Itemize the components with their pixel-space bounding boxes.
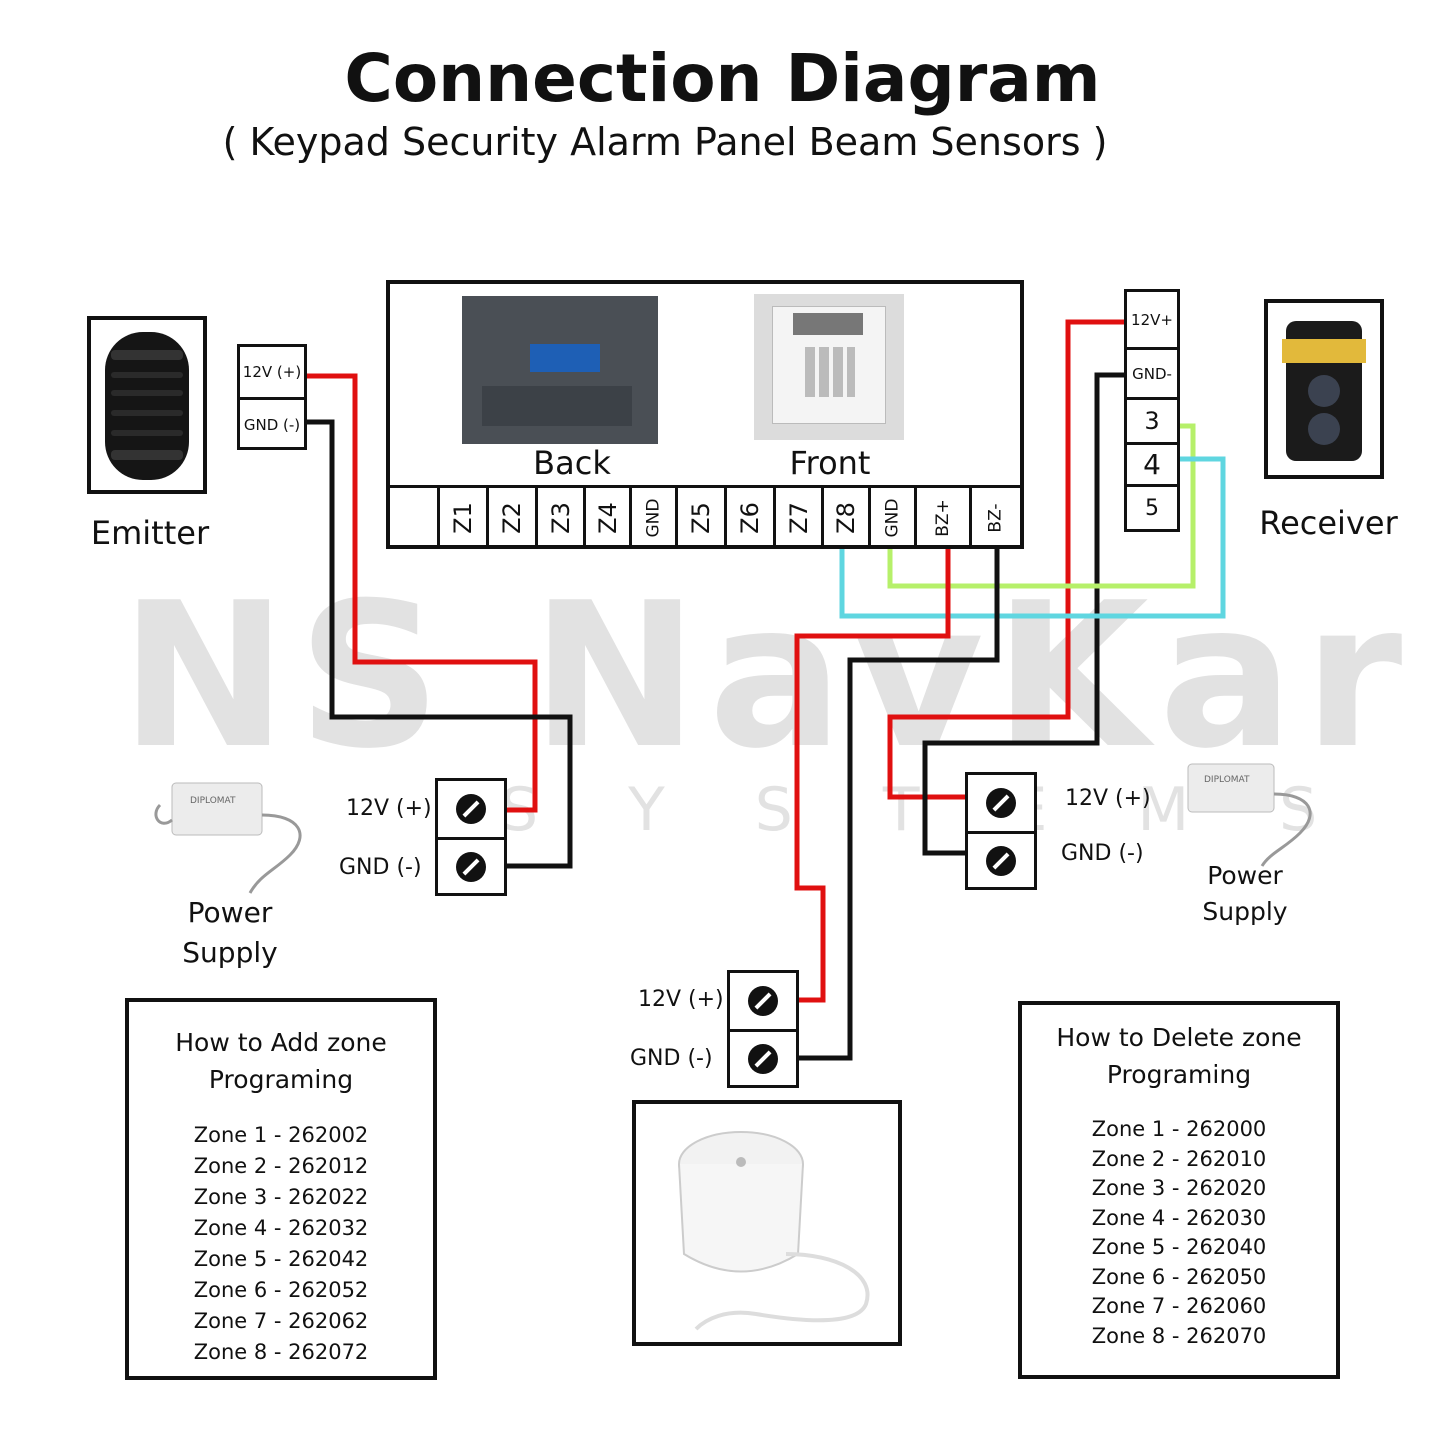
delete-zone-programming: How to Delete zone Programing Zone 1 - 2… bbox=[1018, 1001, 1340, 1379]
wire-siren-negative bbox=[797, 548, 1000, 1061]
add-zone-heading-1: How to Add zone bbox=[175, 1028, 387, 1057]
alarm-panel: Back Front Z1 Z2 Z3 Z4 GND Z5 Z6 Z7 Z8 G… bbox=[386, 280, 1024, 549]
receiver-label: Receiver bbox=[1259, 504, 1398, 542]
psu-right-label: Power Supply bbox=[1170, 858, 1320, 930]
emitter-terminal-negative: GND (-) bbox=[243, 416, 301, 434]
delete-zone-row: Zone 2 - 262010 bbox=[1091, 1146, 1267, 1171]
siren-terminal bbox=[727, 970, 799, 1088]
receiver-terminal-3: 3 bbox=[1127, 400, 1177, 445]
siren-minus-label: GND (-) bbox=[630, 1046, 713, 1071]
siren-icon bbox=[678, 1131, 870, 1331]
terminal-bz-plus: BZ+ bbox=[917, 488, 972, 548]
power-adapter-icon: DIPLOMAT bbox=[154, 782, 302, 894]
terminal-z3: Z3 bbox=[538, 488, 586, 548]
receiver-device bbox=[1264, 299, 1384, 479]
wire-receiver-negative bbox=[922, 372, 1125, 856]
wire-siren-positive bbox=[794, 548, 951, 1003]
panel-back-label: Back bbox=[533, 444, 611, 482]
screw-icon bbox=[456, 794, 486, 824]
terminal-z6: Z6 bbox=[727, 488, 776, 548]
psu-right-terminal bbox=[965, 772, 1037, 890]
lcd-display-icon bbox=[793, 313, 863, 335]
wire-emitter-negative bbox=[305, 419, 573, 869]
page-subtitle: ( Keypad Security Alarm Panel Beam Senso… bbox=[222, 120, 1108, 164]
panel-front-label: Front bbox=[789, 444, 871, 482]
watermark-sub: SYSTEMS bbox=[500, 775, 1408, 845]
emitter-terminal-positive: 12V (+) bbox=[240, 347, 304, 400]
terminal-bz-minus: BZ- bbox=[986, 503, 1006, 533]
terminal-z2: Z2 bbox=[489, 488, 538, 548]
keypad-icon bbox=[805, 347, 855, 397]
beam-sensor-icon bbox=[105, 332, 189, 480]
psu-right-brand: DIPLOMAT bbox=[1204, 775, 1250, 785]
emitter-device bbox=[87, 316, 207, 494]
screw-icon bbox=[748, 986, 778, 1016]
delete-zone-heading-2: Programing bbox=[1106, 1060, 1252, 1089]
screw-icon bbox=[986, 846, 1016, 876]
psu-right-plus-label: 12V (+) bbox=[1065, 786, 1151, 811]
psu-left-terminal bbox=[435, 778, 507, 896]
wire-receiver-positive bbox=[887, 319, 1125, 800]
receiver-terminal-4: 4 bbox=[1127, 445, 1177, 487]
psu-left-plus-label: 12V (+) bbox=[346, 796, 432, 821]
circuit-board-icon bbox=[530, 344, 600, 372]
add-zone-row: Zone 4 - 262032 bbox=[193, 1216, 369, 1240]
siren-plus-label: 12V (+) bbox=[638, 987, 724, 1012]
add-zone-row: Zone 5 - 262042 bbox=[193, 1247, 369, 1271]
panel-terminal-strip: Z1 Z2 Z3 Z4 GND Z5 Z6 Z7 Z8 GND BZ+ BZ- bbox=[390, 485, 1020, 548]
emitter-terminal: 12V (+) GND (-) bbox=[237, 344, 307, 450]
wire-signal-green bbox=[887, 423, 1196, 589]
terminal-gnd-2: GND bbox=[871, 488, 917, 548]
add-zone-row: Zone 6 - 262052 bbox=[193, 1278, 369, 1302]
add-zone-heading-2: Programing bbox=[208, 1065, 354, 1094]
receiver-terminal-5: 5 bbox=[1145, 495, 1159, 521]
screw-icon bbox=[456, 852, 486, 882]
receiver-terminal-gnd: GND- bbox=[1127, 350, 1177, 400]
receiver-terminal-12v: 12V+ bbox=[1127, 292, 1177, 350]
siren-device bbox=[632, 1100, 902, 1346]
delete-zone-row: Zone 6 - 262050 bbox=[1091, 1264, 1267, 1289]
emitter-label: Emitter bbox=[90, 514, 210, 552]
screw-icon bbox=[748, 1044, 778, 1074]
power-adapter-icon: DIPLOMAT bbox=[1187, 763, 1312, 867]
wire-emitter-positive bbox=[305, 373, 538, 813]
terminal-z4: Z4 bbox=[586, 488, 632, 548]
delete-zone-row: Zone 7 - 262060 bbox=[1091, 1294, 1267, 1318]
terminal-z7: Z7 bbox=[776, 488, 824, 548]
psu-left-minus-label: GND (-) bbox=[339, 855, 422, 880]
add-zone-row: Zone 8 - 262072 bbox=[193, 1340, 369, 1364]
psu-right-label-line1: Power bbox=[1207, 861, 1283, 890]
panel-front-image bbox=[754, 294, 904, 440]
beam-sensor-icon bbox=[1282, 321, 1366, 461]
add-zone-programming: How to Add zone Programing Zone 1 - 2620… bbox=[125, 998, 437, 1380]
psu-right-image: DIPLOMAT bbox=[1170, 758, 1330, 868]
psu-left-label-line2: Supply bbox=[182, 936, 278, 969]
wire-signal-cyan bbox=[839, 456, 1226, 619]
psu-left-image: DIPLOMAT bbox=[150, 775, 330, 895]
add-zone-row: Zone 7 - 262062 bbox=[193, 1309, 369, 1333]
delete-zone-row: Zone 4 - 262030 bbox=[1091, 1205, 1267, 1230]
panel-back-image bbox=[462, 296, 658, 444]
delete-zone-row: Zone 1 - 262000 bbox=[1091, 1117, 1267, 1141]
psu-left-brand: DIPLOMAT bbox=[190, 796, 236, 806]
delete-zone-row: Zone 8 - 262070 bbox=[1091, 1323, 1267, 1348]
terminal-gnd-1: GND bbox=[632, 488, 678, 548]
terminal-z8: Z8 bbox=[824, 488, 871, 548]
psu-right-label-line2: Supply bbox=[1202, 897, 1288, 926]
add-zone-row: Zone 3 - 262022 bbox=[193, 1185, 369, 1209]
psu-left-label-line1: Power bbox=[187, 896, 273, 929]
add-zone-row: Zone 1 - 262002 bbox=[193, 1123, 369, 1147]
terminal-z1: Z1 bbox=[440, 488, 489, 548]
receiver-terminal: 12V+ GND- 3 4 5 bbox=[1124, 289, 1180, 532]
delete-zone-row: Zone 3 - 262020 bbox=[1091, 1176, 1267, 1200]
psu-right-minus-label: GND (-) bbox=[1061, 841, 1144, 866]
screw-icon bbox=[986, 788, 1016, 818]
page-title: Connection Diagram bbox=[344, 40, 1101, 117]
psu-left-label: Power Supply bbox=[150, 893, 310, 973]
delete-zone-row: Zone 5 - 262040 bbox=[1091, 1235, 1267, 1259]
add-zone-row: Zone 2 - 262012 bbox=[193, 1154, 369, 1178]
delete-zone-heading-1: How to Delete zone bbox=[1056, 1023, 1302, 1052]
terminal-z5: Z5 bbox=[678, 488, 727, 548]
